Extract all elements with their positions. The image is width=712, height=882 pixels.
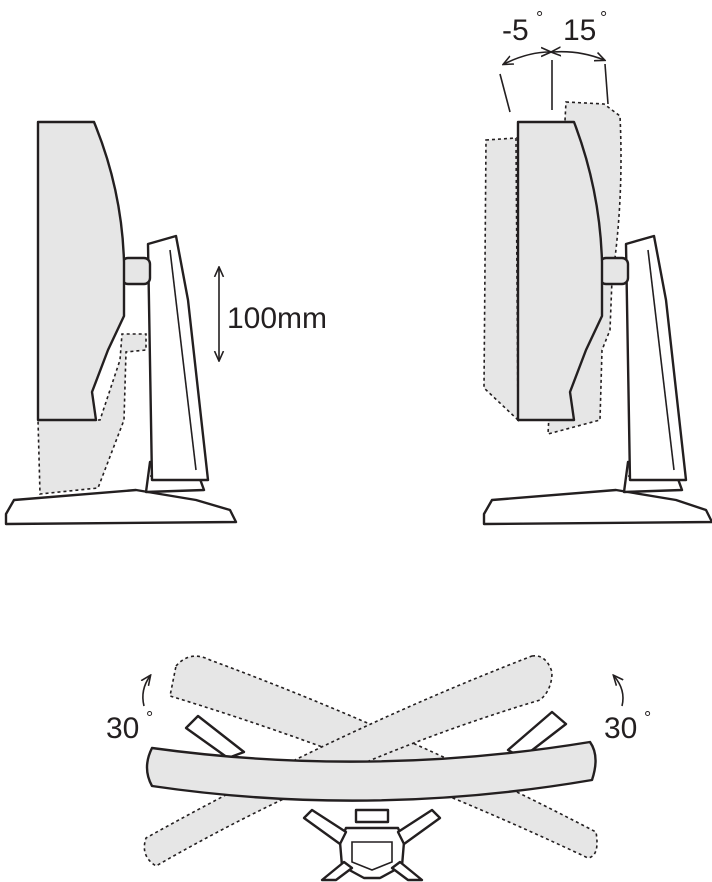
tilt-forward-arrow bbox=[504, 52, 550, 64]
monitor-side bbox=[516, 120, 604, 422]
stand-base bbox=[4, 488, 238, 526]
tilt-adjustment-figure: -5 ° 15 ° bbox=[482, 8, 712, 526]
stand-hinge bbox=[120, 256, 152, 286]
swivel-left-label: 30 bbox=[106, 712, 139, 745]
tilt-backward-arrow bbox=[552, 52, 604, 60]
swivel-right-label: 30 bbox=[604, 712, 637, 745]
monitor-side bbox=[36, 120, 126, 422]
tilt-forward-label: -5 bbox=[502, 14, 529, 47]
tilt-forward-degree: ° bbox=[536, 8, 543, 28]
height-label: 100mm bbox=[227, 302, 327, 335]
swivel-right-degree: ° bbox=[644, 708, 651, 728]
height-adjustment-figure: 100mm bbox=[4, 120, 327, 526]
swivel-adjustment-figure: 30 ° 30 ° bbox=[106, 655, 651, 882]
monitor-top-view bbox=[145, 740, 597, 802]
swivel-left-arrow bbox=[143, 676, 150, 707]
tilt-backward-label: 15 bbox=[563, 14, 596, 47]
stand-arm bbox=[146, 234, 210, 482]
swivel-right-arrow bbox=[614, 676, 624, 707]
monitor-tilt-back-ghost bbox=[483, 137, 519, 422]
tilt-backward-degree: ° bbox=[600, 8, 607, 28]
monitor-lowered-ghost bbox=[37, 333, 147, 495]
stand-arm-left bbox=[184, 714, 246, 760]
stand-neck bbox=[354, 808, 390, 824]
stand-arm bbox=[624, 234, 688, 482]
swivel-left-degree: ° bbox=[146, 708, 153, 728]
stand-hinge bbox=[598, 256, 630, 286]
stand-base bbox=[482, 488, 712, 526]
